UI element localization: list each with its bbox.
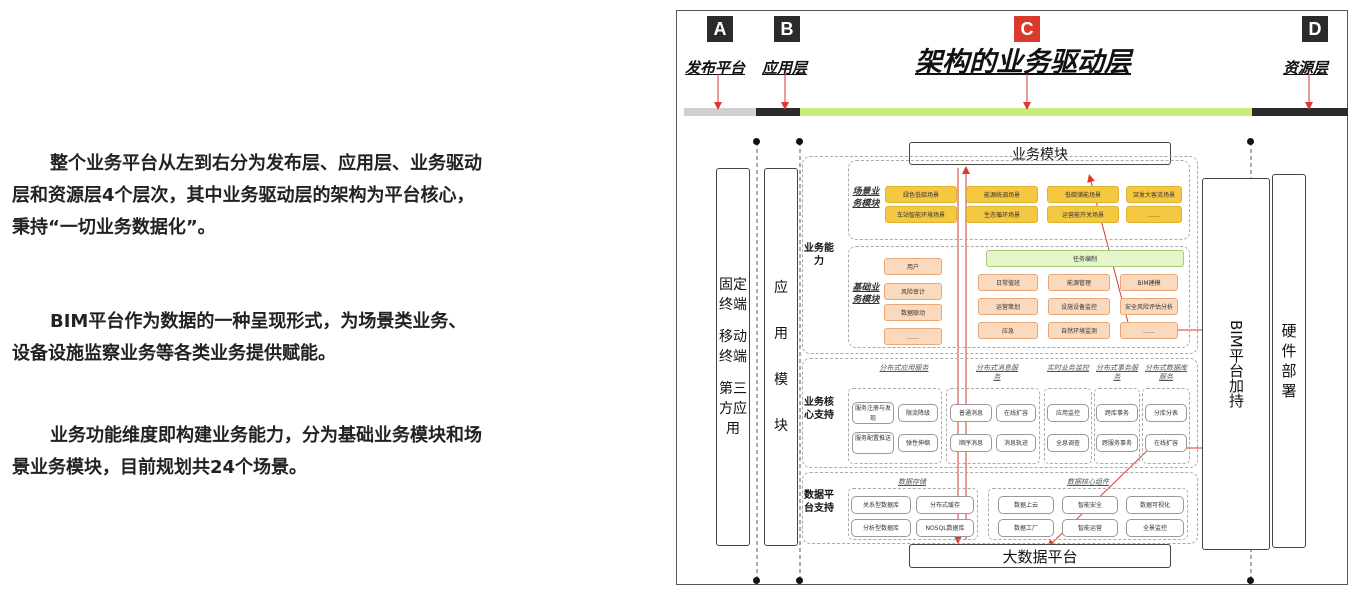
layer-label-resource: 资源层 bbox=[1283, 59, 1329, 77]
data-storage-region bbox=[848, 488, 978, 540]
intro-paragraph-1: 整个业务平台从左到右分为发布层、应用层、业务驱动层和资源层4个层次，其中业务驱动… bbox=[12, 153, 482, 238]
scene-chip: 低碳储能场景 bbox=[1047, 186, 1119, 203]
connector-dot bbox=[1247, 138, 1254, 145]
data-chip: NOSQL数据库 bbox=[916, 519, 974, 537]
core-chip: 分库分表 bbox=[1145, 404, 1187, 422]
basic-chip: 风险审计 bbox=[884, 283, 942, 300]
layer-label-application: 应用层 bbox=[762, 59, 808, 77]
core-chip: 消息轨迹 bbox=[996, 434, 1036, 452]
intro-paragraph-2: BIM平台作为数据的一种呈现形式，为场景类业务、设备设施监察业务等各类业务提供赋… bbox=[12, 311, 467, 364]
core-column-title: 分布式消息服务 bbox=[976, 364, 1018, 381]
connector-dot bbox=[796, 577, 803, 584]
scene-chip: …… bbox=[1126, 206, 1182, 223]
core-chip: 全息调查 bbox=[1047, 434, 1089, 452]
basic-chip: 用户 bbox=[884, 258, 942, 275]
basic-chip: 日常值班 bbox=[978, 274, 1038, 291]
data-chip: 数据可视化 bbox=[1126, 496, 1184, 514]
core-column-title: 分布式事务服务 bbox=[1096, 364, 1138, 381]
badge-b: B bbox=[774, 16, 800, 42]
scene-module-region bbox=[848, 160, 1190, 240]
core-chip: 在线扩容 bbox=[996, 404, 1036, 422]
data-support-region bbox=[802, 472, 1198, 544]
scene-module-title: 场景业务模块 bbox=[852, 187, 880, 209]
core-chip: 应用监控 bbox=[1047, 404, 1089, 422]
scene-chip: 生态循环场景 bbox=[966, 206, 1038, 223]
data-storage-title: 数据存储 bbox=[898, 478, 926, 486]
basic-chip: …… bbox=[1120, 322, 1178, 339]
basic-chip: 安全风险评估分析 bbox=[1120, 298, 1178, 315]
bar-publish bbox=[684, 108, 756, 116]
core-column-region bbox=[1044, 388, 1092, 464]
core-column-title: 分布式数据库服务 bbox=[1145, 364, 1187, 381]
scene-chip: 能源统调场景 bbox=[966, 186, 1038, 203]
layer-label-business-driver: 架构的业务驱动层 bbox=[915, 47, 1131, 78]
business-ability-label: 业务能力 bbox=[804, 243, 834, 267]
core-column-title: 实时业务监控 bbox=[1047, 364, 1089, 372]
bar-resource bbox=[1252, 108, 1348, 116]
data-chip: 智能安全 bbox=[1062, 496, 1118, 514]
scene-chip: 运营能开关场景 bbox=[1047, 206, 1119, 223]
core-chip: 顺序消息 bbox=[950, 434, 992, 452]
data-support-label: 数据平台支持 bbox=[804, 490, 834, 514]
basic-module-title: 基础业务模块 bbox=[852, 283, 880, 305]
connector-dot bbox=[1247, 577, 1254, 584]
badge-c: C bbox=[1014, 16, 1040, 42]
data-chip: 数据工厂 bbox=[998, 519, 1054, 537]
core-chip: 普通消息 bbox=[950, 404, 992, 422]
core-chip: 跨库事务 bbox=[1096, 404, 1138, 422]
core-chip: 限流降级 bbox=[898, 404, 938, 422]
bigdata-platform-box: 大数据平台 bbox=[909, 544, 1171, 568]
data-chip: 分析型数据库 bbox=[851, 519, 911, 537]
core-support-label: 业务核心支持 bbox=[804, 397, 834, 421]
connector-dot bbox=[753, 577, 760, 584]
basic-chip: 自然环境监测 bbox=[1048, 322, 1110, 339]
basic-chip: 运营策划 bbox=[978, 298, 1038, 315]
core-column-region bbox=[1142, 388, 1190, 464]
basic-chip: BIM建模 bbox=[1120, 274, 1178, 291]
basic-chip: 应急 bbox=[978, 322, 1038, 339]
scene-chip: 突发大客流场景 bbox=[1126, 186, 1182, 203]
architecture-diagram-frame bbox=[676, 10, 1348, 585]
core-chip: 弹性伸缩 bbox=[898, 434, 938, 452]
badge-a: A bbox=[707, 16, 733, 42]
basic-chip: 设施设备监控 bbox=[1048, 298, 1110, 315]
core-chip: 在线扩容 bbox=[1145, 434, 1187, 452]
data-chip: 关系型数据库 bbox=[851, 496, 911, 514]
core-column-region bbox=[946, 388, 1040, 464]
core-chip: 服务配置推送 bbox=[852, 432, 894, 454]
core-chip: 服务注册与发现 bbox=[852, 402, 894, 424]
basic-module-region bbox=[848, 246, 1190, 348]
basic-chip: 能源管理 bbox=[1048, 274, 1110, 291]
data-chip: 全景监控 bbox=[1126, 519, 1184, 537]
hardware-deployment-box: 硬 件 部 署 bbox=[1272, 174, 1306, 548]
application-module-box: 应 用 模 块 bbox=[764, 168, 798, 546]
layer-label-publish: 发布平台 bbox=[685, 59, 746, 77]
connector-dot bbox=[753, 138, 760, 145]
scene-chip: 车站智能环境场景 bbox=[885, 206, 957, 223]
bar-business-driver bbox=[800, 108, 1252, 116]
basic-chip: 数据联动 bbox=[884, 304, 942, 321]
core-chip: 跨服务事务 bbox=[1096, 434, 1138, 452]
task-plan-chip: 任务编制 bbox=[986, 250, 1184, 267]
terminal-box: 固定 终端 移动 终端 第三 方应 用 bbox=[716, 168, 750, 546]
bar-application bbox=[756, 108, 800, 116]
data-core-region bbox=[988, 488, 1188, 540]
core-column-region bbox=[848, 388, 942, 464]
basic-chip: …… bbox=[884, 328, 942, 345]
core-column-region bbox=[1094, 388, 1140, 464]
badge-d: D bbox=[1302, 16, 1328, 42]
data-chip: 智能运营 bbox=[1062, 519, 1118, 537]
business-module-box: 业务模块 bbox=[909, 142, 1171, 165]
bim-platform-box: BIM平台加持 bbox=[1202, 178, 1270, 550]
scene-chip: 绿色低碳场景 bbox=[885, 186, 957, 203]
core-support-region bbox=[802, 358, 1198, 468]
connector-dot bbox=[796, 138, 803, 145]
core-column-title: 分布式应用服务 bbox=[879, 364, 929, 372]
data-chip: 数据上云 bbox=[998, 496, 1054, 514]
data-core-title: 数据核心组件 bbox=[1067, 478, 1109, 486]
intro-paragraph-3: 业务功能维度即构建业务能力，分为基础业务模块和场景业务模块，目前规划共24个场景… bbox=[12, 425, 482, 478]
data-chip: 分布式缓存 bbox=[916, 496, 974, 514]
business-ability-region bbox=[802, 156, 1198, 354]
